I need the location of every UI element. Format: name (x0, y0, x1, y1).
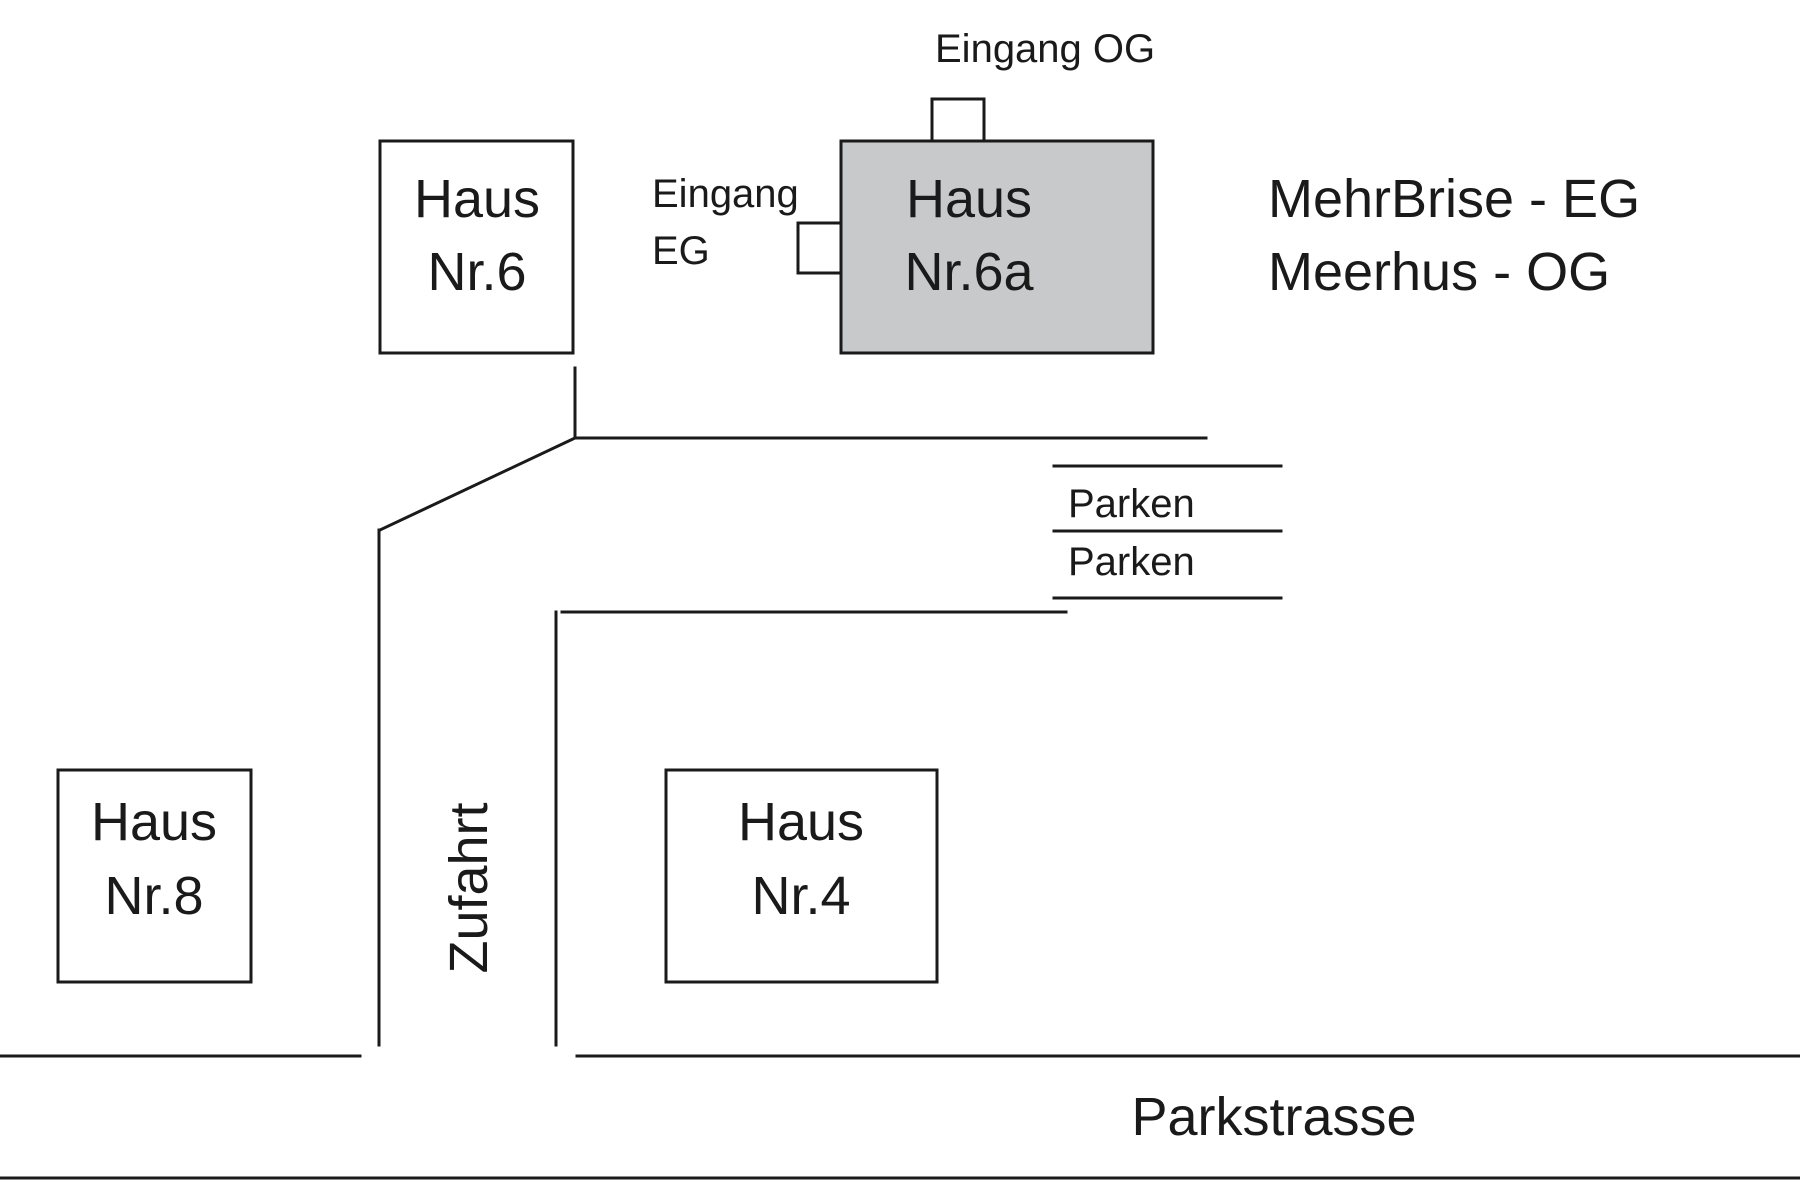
parking-label-2: Parken (1068, 540, 1195, 584)
entrance-eg-label-line2: EG (652, 229, 710, 273)
street: Parkstrasse (0, 1054, 1800, 1180)
house-nr4-label-line2: Nr.4 (751, 866, 850, 926)
house-nr6-label-line2: Nr.6 (427, 242, 526, 302)
entrance-og-marker (930, 97, 986, 143)
house-nr8-label-line1: Haus (91, 792, 217, 852)
apartment-label-og: Meerhus - OG (1268, 242, 1610, 302)
parking-label-1: Parken (1068, 482, 1195, 526)
house-nr8: Haus Nr.8 (56, 768, 253, 984)
entrance-eg-label-line1: Eingang (652, 172, 799, 216)
house-nr6a-label-line2: Nr.6a (904, 242, 1034, 302)
house-nr6a-label-line1: Haus (906, 169, 1032, 229)
house-nr6a-outline (839, 139, 1155, 355)
apartment-label-eg: MehrBrise - EG (1268, 169, 1640, 229)
house-nr4-label-line1: Haus (738, 792, 864, 852)
house-nr4: Haus Nr.4 (664, 768, 939, 984)
house-nr8-outline (56, 768, 253, 984)
house-nr6a: Haus Nr.6a (796, 97, 1155, 355)
house-nr4-outline (664, 768, 939, 984)
street-label: Parkstrasse (1131, 1087, 1416, 1147)
path-line-diagonal (378, 436, 577, 532)
house-nr6-label-line1: Haus (414, 169, 540, 229)
house-nr8-label-line2: Nr.8 (104, 866, 203, 926)
entrance-eg-marker (796, 221, 843, 275)
house-nr6-outline (378, 139, 575, 355)
house-nr6: Haus Nr.6 (378, 139, 575, 355)
parking-area: Parken Parken (1052, 464, 1283, 600)
driveway-label: Zufahrt (439, 802, 499, 973)
entrance-og-label: Eingang OG (935, 27, 1155, 71)
driveway-lines (377, 366, 1208, 1047)
